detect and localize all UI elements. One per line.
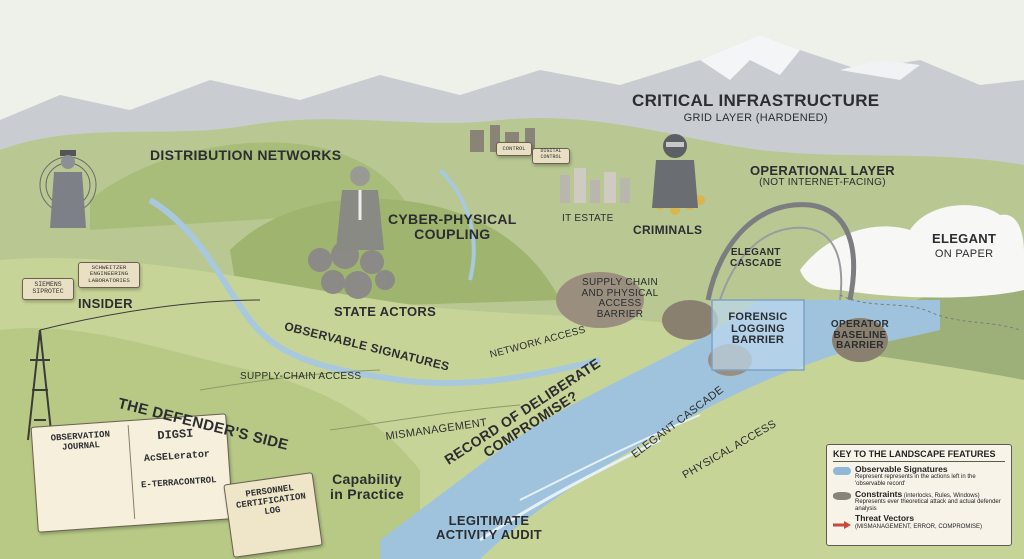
legend-item-1-suffix: (interlocks, Rules, Windows) (902, 492, 980, 499)
critical-infrastructure-title: CRITICAL INFRASTRUCTURE (632, 91, 880, 110)
schweitzer-sign-text: SCHWEITZER ENGINEERING LABORATORIES (88, 264, 130, 284)
legend-swatch-observable (833, 467, 851, 475)
elegant-on-paper-line2: ON PAPER (934, 247, 994, 260)
digital-control-sign: DIGITAL CONTROL (532, 148, 570, 164)
control-sign-text: CONTROL (502, 145, 526, 152)
not-internet-facing-label: (NOT INTERNET-FACING) (759, 176, 886, 188)
distribution-networks-label: DISTRIBUTION NETWORKS (150, 147, 342, 163)
elegant-on-paper-line1: ELEGANT (932, 231, 997, 246)
journal-title: OBSERVATION JOURNAL (50, 429, 111, 453)
legend-title: KEY TO THE LANDSCAPE FEATURES (833, 449, 1005, 462)
legend-item-0-desc: Represent represents in the actions left… (855, 474, 976, 487)
critical-infrastructure-label: CRITICAL INFRASTRUCTURE GRID LAYER (HARD… (632, 92, 879, 124)
activity-audit-text: ACTIVITY AUDIT (436, 526, 543, 542)
siemens-sign-text: SIEMENS SIPROTEC (32, 281, 64, 296)
legend-box: KEY TO THE LANDSCAPE FEATURES Observable… (826, 444, 1012, 546)
operational-layer-title: OPERATIONAL LAYER (750, 163, 895, 178)
operational-layer-label: OPERATIONAL LAYER (NOT INTERNET-FACING) (750, 164, 895, 188)
criminals-label: CRIMINALS (633, 223, 703, 237)
digital-control-sign-text: DIGITAL CONTROL (540, 148, 562, 160)
bridge-elegant-cascade-label: ELEGANT CASCADE (730, 247, 782, 269)
insider-figure (38, 140, 98, 230)
legend-item-0-name: Observable Signatures (855, 464, 948, 474)
legend-item-2-desc: (MISMANAGEMENT, ERROR, COMPROMISE) (855, 523, 983, 530)
legend-item-constraints: Constraints (interlocks, Rules, Windows)… (833, 488, 1005, 513)
state-actors-label: STATE ACTORS (334, 304, 437, 319)
grid-layer-label: GRID LAYER (HARDENED) (683, 111, 828, 124)
journal-acselerator: AcSELerator (143, 449, 211, 466)
legend-item-1-name: Constraints (855, 488, 903, 499)
state-actor-figure (330, 160, 390, 250)
personnel-certification-log: PERSONNEL CERTIFICATION LOG (223, 472, 323, 558)
supply-chain-barrier-label: SUPPLY CHAIN AND PHYSICAL ACCESS BARRIER (581, 277, 659, 320)
it-estate-label: IT ESTATE (562, 213, 614, 224)
journal-eterracontrol: E-TERRACONTROL (140, 475, 217, 491)
legend-item-2-name: Threat Vectors (855, 513, 915, 524)
legend-swatch-constraints (833, 491, 851, 500)
in-practice-text: in Practice (330, 485, 405, 502)
legend-item-threat-vectors: Threat Vectors(MISMANAGEMENT, ERROR, COM… (833, 514, 1005, 530)
bridge-cascade-text: CASCADE (730, 257, 782, 269)
forensic-logging-barrier-label: FORENSIC LOGGING BARRIER (728, 311, 788, 347)
schweitzer-sign: SCHWEITZER ENGINEERING LABORATORIES (78, 262, 140, 288)
siemens-sign: SIEMENS SIPROTEC (22, 278, 74, 300)
supply-chain-access-label: SUPPLY-CHAIN ACCESS (240, 371, 362, 382)
operator-baseline-barrier-label: OPERATOR BASELINE BARRIER (830, 319, 890, 351)
legend-swatch-threat-arrow (833, 516, 851, 530)
capability-text: Capability (332, 471, 403, 487)
capability-in-practice-label: Capability in Practice (330, 472, 404, 501)
bridge-elegant-text: ELEGANT (730, 247, 781, 258)
coupling-text: COUPLING (414, 225, 491, 242)
criminal-figure (650, 128, 700, 208)
control-sign: CONTROL (496, 142, 532, 156)
legitimate-text: LEGITIMATE (448, 513, 530, 528)
legitimate-activity-audit-label: LEGITIMATE ACTIVITY AUDIT (436, 514, 542, 541)
cyber-physical-coupling-label: CYBER-PHYSICAL COUPLING (388, 212, 517, 241)
cyber-physical-text: CYBER-PHYSICAL (388, 211, 517, 227)
insider-label: INSIDER (78, 296, 133, 311)
elegant-on-paper-label: ELEGANT ON PAPER (932, 232, 996, 260)
legend-item-1-desc: Represents ever theoretical attack and a… (855, 499, 1001, 512)
